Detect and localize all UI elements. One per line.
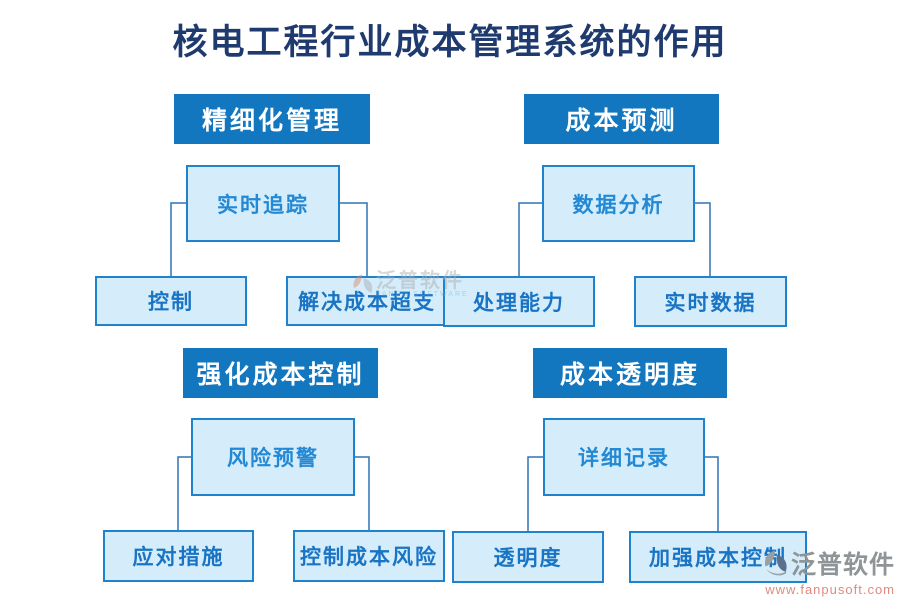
section-2-header: 成本预测: [524, 94, 719, 144]
section-2-child-node: 处理能力: [443, 276, 595, 327]
section-3-header: 强化成本控制: [183, 348, 378, 398]
section-2-child-node: 实时数据: [634, 276, 787, 327]
page-title: 核电工程行业成本管理系统的作用: [172, 23, 728, 62]
section-1-mid-node: 实时追踪: [186, 165, 340, 242]
section-4-child-node: 透明度: [452, 531, 604, 583]
section-3-child-node: 控制成本风险: [293, 530, 445, 582]
section-1-child-node: 控制: [95, 276, 247, 326]
section-3-child-node: 应对措施: [103, 530, 254, 582]
section-4-child-node: 加强成本控制: [629, 531, 807, 583]
section-3-mid-node: 风险预警: [191, 418, 355, 496]
section-1-header: 精细化管理: [174, 94, 370, 144]
section-2-mid-node: 数据分析: [542, 165, 695, 242]
section-4-mid-node: 详细记录: [543, 418, 705, 496]
section-4-header: 成本透明度: [533, 348, 727, 398]
section-1-child-node: 解决成本超支: [286, 276, 448, 326]
